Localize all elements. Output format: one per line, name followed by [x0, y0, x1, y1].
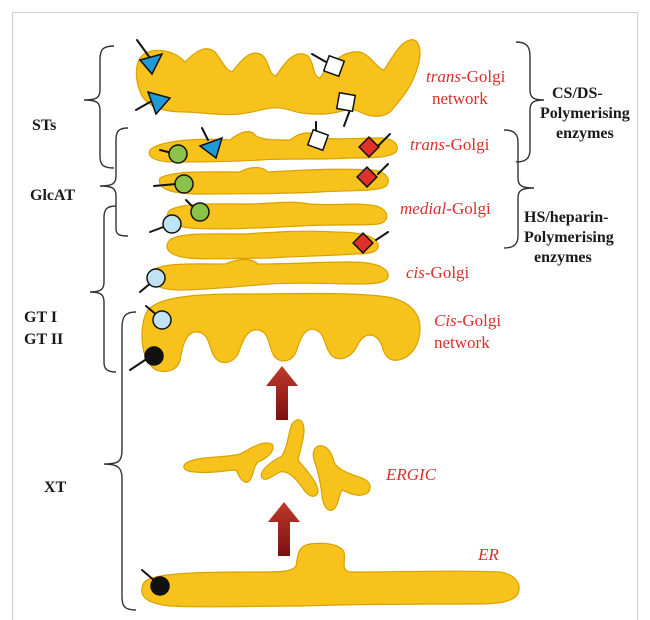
gt-circle-icon	[163, 215, 181, 233]
label-hs-line3: enzymes	[534, 249, 592, 266]
label-trans-golgi-network-line2: network	[432, 89, 488, 108]
glcat-circle-icon	[191, 203, 209, 221]
gt-circle-icon	[147, 269, 165, 287]
label-trans-golgi: trans-Golgi	[410, 135, 490, 154]
glcat-circle-icon	[175, 175, 193, 193]
cis-golgi-cisterna-2	[149, 260, 389, 291]
triangle-tail-2	[136, 102, 150, 110]
label-hs-line2: Polymerising	[524, 229, 614, 246]
brace-csds	[516, 42, 544, 162]
trans-golgi-network-cisterna	[136, 40, 420, 116]
medial-golgi-cisterna-1	[159, 168, 388, 195]
ergic-fragment-left	[184, 443, 273, 482]
brace-sts	[84, 46, 114, 168]
gt-circle-icon	[153, 311, 171, 329]
diamond-tail-3	[376, 232, 388, 240]
label-gt1: GT I	[24, 309, 57, 326]
label-er: ER	[477, 545, 499, 564]
square-tail-2	[344, 110, 350, 126]
label-glcat: GlcAT	[30, 187, 75, 204]
brace-xt	[104, 312, 136, 610]
label-gt2: GT II	[24, 331, 63, 348]
ergic-fragment-right	[313, 446, 370, 511]
cis-golgi-network-cisterna	[142, 294, 420, 372]
glcat-circle-icon	[169, 145, 187, 163]
label-cis-golgi: cis-Golgi	[406, 263, 470, 282]
square-tail-1	[312, 54, 326, 62]
xt-circle-icon	[145, 347, 163, 365]
label-trans-golgi-network: trans-Golgi	[426, 67, 506, 86]
label-csds-line3: enzymes	[556, 125, 614, 142]
label-xt: XT	[44, 479, 67, 496]
transport-arrow-er-to-ergic	[268, 502, 300, 556]
label-hs-line1: HS/heparin-	[524, 209, 608, 226]
cis-golgi-cisterna-1	[167, 231, 378, 259]
label-csds-line1: CS/DS-	[552, 85, 603, 102]
label-sts: STs	[32, 117, 56, 134]
transport-arrow-ergic-to-golgi	[266, 366, 298, 420]
er-cisterna	[142, 543, 519, 607]
csds-square-icon	[337, 93, 356, 112]
label-csds-line2: Polymerising	[540, 105, 630, 122]
label-medial-golgi: medial-Golgi	[400, 199, 491, 218]
xt-circle-icon	[151, 577, 169, 595]
label-cis-golgi-network-line2: network	[434, 333, 490, 352]
label-ergic: ERGIC	[385, 465, 437, 484]
label-cis-golgi-network: Cis-Golgi	[434, 311, 501, 330]
brace-gt	[90, 206, 116, 372]
ergic-fragment-center	[261, 420, 318, 497]
triangle-tail-3	[202, 128, 208, 140]
